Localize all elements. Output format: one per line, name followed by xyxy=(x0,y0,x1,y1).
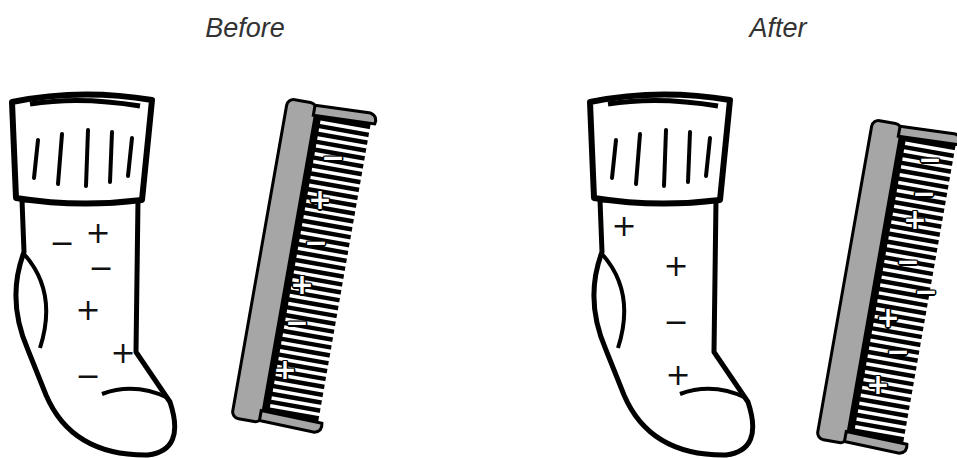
charge-sign: − xyxy=(914,278,937,306)
sock xyxy=(590,94,753,455)
comb-end xyxy=(313,103,377,126)
comb-end xyxy=(844,432,908,455)
charge-sign: − xyxy=(886,338,909,366)
charge-sign: + xyxy=(663,251,688,281)
charge-sign: − xyxy=(663,307,688,337)
charge-sign: + xyxy=(75,295,100,325)
charge-sign: + xyxy=(290,271,313,299)
charge-sign: − xyxy=(49,228,74,258)
panel-title: After xyxy=(749,15,806,42)
charge-sign: − xyxy=(304,229,327,257)
comb-end xyxy=(898,124,957,147)
charge-sign: − xyxy=(321,144,344,172)
charge-sign: − xyxy=(75,361,100,391)
comb-spine xyxy=(232,98,318,422)
charge-sign: + xyxy=(273,356,296,384)
charge-sign: + xyxy=(85,218,110,248)
charge-sign: − xyxy=(88,253,113,283)
comb-end xyxy=(259,411,323,434)
charge-sign: + xyxy=(611,211,636,241)
charge-sign: + xyxy=(876,304,899,332)
charge-sign: + xyxy=(903,206,926,234)
charge-sign: − xyxy=(912,180,935,208)
charge-sign: − xyxy=(285,309,308,337)
panel-title: Before xyxy=(205,15,285,42)
sock xyxy=(12,94,175,455)
comb xyxy=(817,119,957,454)
charge-sign: + xyxy=(665,360,690,390)
charge-sign: + xyxy=(308,186,331,214)
comb xyxy=(232,98,377,433)
charge-sign: − xyxy=(896,248,919,276)
comb-spine xyxy=(817,119,903,443)
charge-sign: + xyxy=(110,338,135,368)
charge-sign: − xyxy=(918,146,941,174)
charge-sign: + xyxy=(866,371,889,399)
